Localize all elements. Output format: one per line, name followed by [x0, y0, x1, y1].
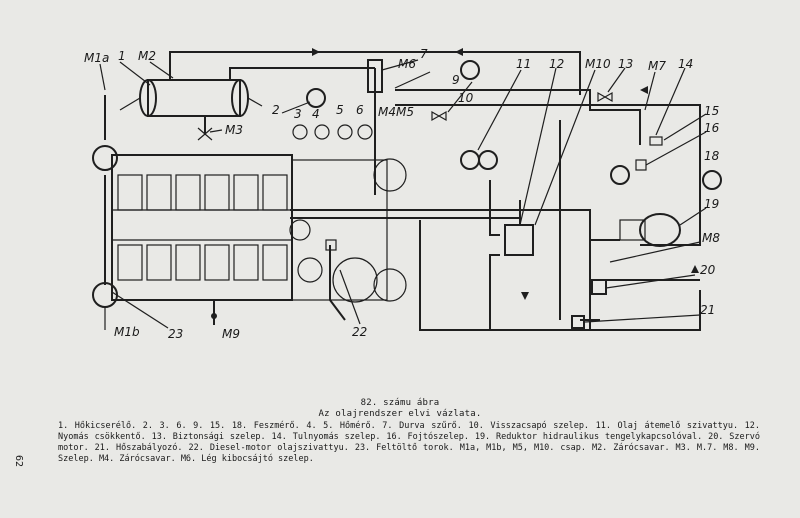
label-m2: M2	[138, 49, 156, 63]
coarse-filter	[367, 59, 383, 93]
figure-title: Az olajrendszer elvi vázlata.	[318, 409, 482, 419]
label-2: 2	[272, 103, 280, 117]
label-3: 3	[294, 107, 302, 121]
label-m6: M6	[398, 57, 416, 71]
label-21: 21	[700, 303, 715, 317]
overpressure-valve	[649, 136, 663, 146]
thermoregulator	[571, 315, 585, 329]
leader-lines	[99, 59, 707, 329]
diesel-engine	[111, 154, 407, 303]
label-m9: M9	[222, 327, 240, 341]
label-m1a: M1a	[84, 51, 109, 65]
oil-transfer-pump	[460, 150, 498, 170]
label-11: 11	[516, 57, 531, 71]
label-m7: M7	[648, 59, 666, 73]
label-m10: M10	[585, 57, 611, 71]
label-1: 1	[118, 49, 126, 63]
servo-motor	[591, 279, 607, 295]
label-m8: M8	[702, 231, 720, 245]
page-number: 62	[13, 455, 24, 468]
label-6: 6	[356, 103, 364, 117]
safety-valve	[597, 91, 613, 103]
pressure-reducer	[504, 224, 534, 256]
label-m3: M3	[225, 123, 243, 137]
check-valve	[431, 110, 447, 122]
label-14: 14	[678, 57, 693, 71]
label-23: 23	[168, 327, 183, 341]
label-4: 4	[312, 107, 320, 121]
label-18: 18	[704, 149, 720, 163]
label-19: 19	[704, 197, 719, 211]
gauges	[292, 60, 722, 190]
diesel-oil-pump	[325, 239, 337, 251]
reducer-hydraulic-coupling	[619, 213, 681, 247]
label-20: 20	[700, 263, 716, 277]
label-m4: M4	[378, 105, 396, 119]
label-m1b: M1b	[114, 325, 140, 339]
label-13: 13	[618, 57, 633, 71]
label-9: 9	[452, 73, 460, 87]
label-5: 5	[336, 103, 344, 117]
figure-number: 82. számu ábra	[360, 398, 440, 408]
figure-legend: 1. Hőkicserélő. 2. 3. 6. 9. 15. 18. Fesz…	[58, 421, 760, 464]
label-16: 16	[704, 121, 720, 135]
label-7: 7	[420, 47, 428, 61]
label-10: 10	[458, 91, 474, 105]
label-15: 15	[704, 104, 719, 118]
label-22: 22	[352, 325, 367, 339]
label-12: 12	[549, 57, 564, 71]
diagram-labels: 1 M2 M1a M3 2 3 4 5 6 7 M6 M4 M5 9 10 11…	[84, 47, 720, 341]
heat-exchanger	[119, 79, 263, 141]
label-m5: M5	[396, 105, 414, 119]
